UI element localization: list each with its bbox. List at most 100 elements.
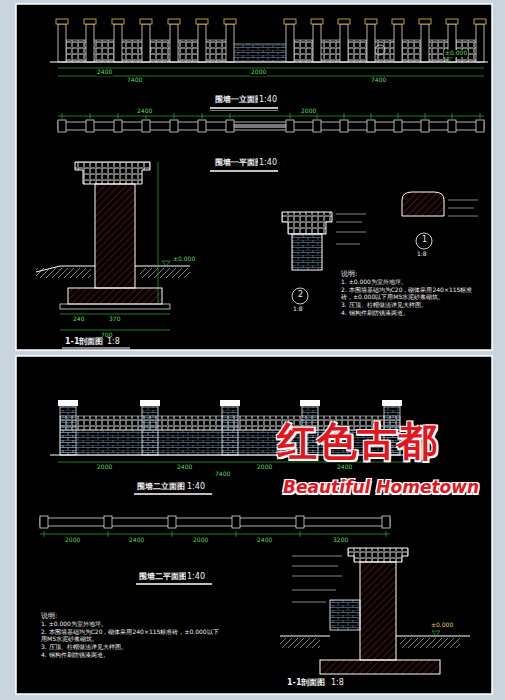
pier-cap bbox=[382, 400, 402, 406]
pier-cap bbox=[168, 19, 180, 24]
detail-circle bbox=[416, 233, 432, 249]
pier bbox=[476, 24, 484, 62]
scale: 1:40 bbox=[258, 95, 278, 104]
dimension-line bbox=[60, 314, 170, 315]
dimension-tick bbox=[202, 113, 203, 119]
drawing-title: 1-1剖面图 bbox=[286, 678, 326, 687]
pier-plan bbox=[104, 516, 112, 528]
scale: 1:8 bbox=[330, 678, 345, 687]
plan-wall bbox=[40, 518, 390, 526]
ground-line bbox=[280, 636, 470, 637]
dimension: 3200 bbox=[332, 537, 349, 544]
pier-column bbox=[95, 184, 135, 288]
pier-cap bbox=[112, 19, 124, 24]
wall-ornament bbox=[375, 45, 385, 55]
pier-cap bbox=[84, 19, 96, 24]
pier-plan bbox=[286, 120, 294, 132]
title-underline bbox=[134, 493, 212, 495]
dimension: 2000 bbox=[64, 537, 81, 544]
pier-plan bbox=[476, 120, 484, 132]
pier-group bbox=[56, 19, 486, 62]
pier-cap bbox=[365, 19, 377, 24]
pier-cap bbox=[140, 400, 160, 406]
pier-cap bbox=[348, 548, 408, 562]
pier-plan bbox=[142, 120, 150, 132]
pier bbox=[142, 406, 158, 455]
panel bbox=[16, 4, 492, 350]
watermark: Beautiful Hometown bbox=[282, 478, 480, 498]
pier-plan bbox=[448, 120, 456, 132]
note: 2. 本围墙基础均为C20，砌体采用240×115标准砖，±0.000以下用M5… bbox=[340, 287, 482, 301]
dimension-line bbox=[58, 116, 484, 117]
dimension: 2400 bbox=[336, 464, 353, 471]
detail-number: 1 bbox=[421, 235, 428, 244]
footing bbox=[68, 288, 162, 304]
pier bbox=[226, 24, 234, 62]
scale: 1:40 bbox=[186, 482, 206, 491]
dimension: 2000 bbox=[96, 464, 113, 471]
scale: 1:40 bbox=[258, 158, 278, 167]
pier-cap bbox=[338, 19, 350, 24]
coping-detail bbox=[402, 192, 444, 216]
pier bbox=[170, 24, 178, 62]
pier bbox=[86, 24, 94, 62]
dimension: 240 bbox=[72, 316, 85, 323]
pier bbox=[60, 406, 76, 455]
pier-cap bbox=[474, 19, 486, 24]
pier-cap bbox=[224, 19, 236, 24]
notes-heading: 说明: bbox=[340, 270, 358, 278]
drawing-title: 围墙二平面图 bbox=[138, 572, 188, 581]
pier-cap bbox=[75, 162, 150, 184]
note: 1. ±0.000为室外地坪。 bbox=[40, 621, 222, 628]
level-mark bbox=[444, 57, 452, 62]
pier bbox=[222, 406, 238, 455]
dimension: 7400 bbox=[370, 77, 387, 84]
pier bbox=[198, 24, 206, 62]
pier-plan bbox=[340, 120, 348, 132]
level-mark bbox=[432, 631, 440, 636]
pier-plan bbox=[226, 120, 234, 132]
pier-group bbox=[58, 113, 484, 132]
note: 2. 本围墙基础均为C20，砌体采用240×115标准砖，±0.000以下用M5… bbox=[40, 629, 222, 643]
earth-fill bbox=[280, 638, 320, 648]
pier bbox=[58, 24, 66, 62]
dimension-tick bbox=[230, 113, 231, 119]
pier-cap bbox=[311, 19, 323, 24]
cap-detail bbox=[282, 212, 332, 234]
pier-cap bbox=[419, 19, 431, 24]
dimension: 2400 bbox=[176, 464, 193, 471]
dimension-line bbox=[58, 76, 484, 77]
dimension-line bbox=[58, 68, 484, 69]
pier bbox=[340, 24, 348, 62]
dimension-tick bbox=[344, 113, 345, 119]
scale: 1:40 bbox=[186, 572, 206, 581]
scale: 1:8 bbox=[292, 306, 304, 313]
dimension: 2000 bbox=[300, 108, 317, 115]
pier-plan bbox=[382, 516, 390, 528]
dimension-tick bbox=[371, 113, 372, 119]
dimension-line bbox=[60, 330, 170, 331]
dimension-tick bbox=[425, 113, 426, 119]
drawing-title: 围墙一平面图 bbox=[214, 158, 264, 167]
dimension: 7400 bbox=[126, 77, 143, 84]
title-underline bbox=[210, 170, 278, 172]
column-detail bbox=[292, 234, 322, 270]
pier bbox=[114, 24, 122, 62]
pier-cap bbox=[58, 400, 78, 406]
dimension: 2400 bbox=[96, 69, 113, 76]
ground-line bbox=[50, 61, 488, 62]
dimension-line bbox=[40, 534, 390, 535]
gate-opening bbox=[230, 124, 290, 128]
pier-cap bbox=[446, 19, 458, 24]
dimension-tick bbox=[118, 113, 119, 119]
dimension: 7400 bbox=[214, 471, 231, 478]
title-underline bbox=[62, 347, 130, 348]
pier-cap bbox=[392, 19, 404, 24]
title-underline bbox=[136, 583, 212, 585]
earth-fill bbox=[140, 268, 190, 278]
level-mark bbox=[162, 261, 170, 266]
dimension: 2400 bbox=[256, 537, 273, 544]
dimension: 2000 bbox=[250, 69, 267, 76]
